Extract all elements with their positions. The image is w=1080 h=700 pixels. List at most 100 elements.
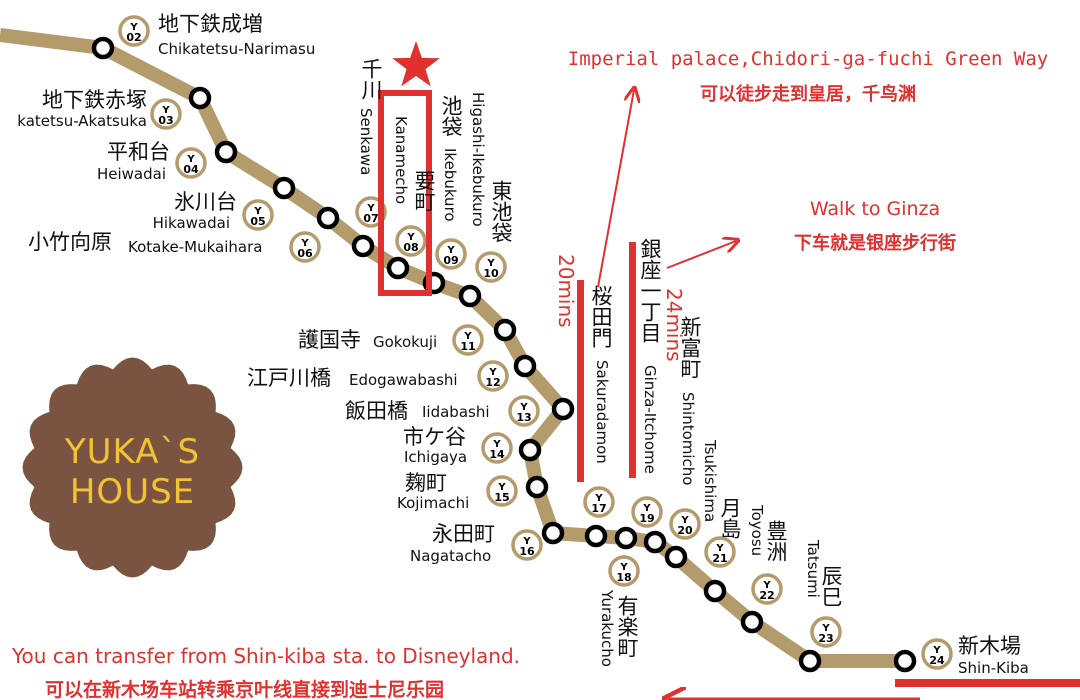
disney-note-cn: 可以在新木场车站转乘京叶线直接到迪士尼乐园 <box>45 679 445 700</box>
station-number-badge-y08: Y08 <box>395 225 427 257</box>
arrow-to-ginza <box>666 241 736 269</box>
station-number-badge-y24: Y24 <box>921 638 953 670</box>
station-dot[interactable] <box>518 438 542 462</box>
disney-note-en: You can transfer from Shin-kiba sta. to … <box>12 644 521 668</box>
station-label-en-y21: Tsukishima <box>701 440 719 523</box>
badge-line-letter: Y <box>932 645 941 656</box>
station-label-jp-y09: 池袋 <box>439 95 463 137</box>
station-number-badge-y04: Y04 <box>175 147 207 179</box>
badge-number: 14 <box>489 448 505 461</box>
badge-number: 19 <box>639 512 654 525</box>
station-label-jp-y04: 平和台 <box>107 140 170 164</box>
yukas-house-badge <box>20 355 245 580</box>
station-label-en-y24: Shin-Kiba <box>958 659 1029 677</box>
badge-line-letter: Y <box>488 367 497 378</box>
station-dot[interactable] <box>316 206 340 230</box>
station-number-badge-y10: Y10 <box>475 251 507 283</box>
badge-number: 06 <box>297 247 313 260</box>
badge-line-letter: Y <box>406 232 415 243</box>
station-label-en-y07: Senkawa <box>357 108 375 176</box>
badge-ring <box>118 15 150 47</box>
station-dot[interactable] <box>513 354 537 378</box>
station-number-badge-y12: Y12 <box>477 360 509 392</box>
house-line2: HOUSE <box>69 472 196 512</box>
badge-line-letter: Y <box>446 245 455 256</box>
station-dot[interactable] <box>272 176 296 200</box>
kanamecho-highlight-box <box>378 90 432 296</box>
time-20mins: 20mins <box>554 254 578 328</box>
station-dot[interactable] <box>214 140 238 164</box>
badge-line-letter: Y <box>522 536 531 547</box>
station-number-badge-y06: Y06 <box>289 231 321 263</box>
station-number-badge-y20: Y20 <box>669 508 701 540</box>
station-dot[interactable] <box>525 475 549 499</box>
station-label-en-y19: Ginza-Itchome <box>641 365 659 474</box>
station-dot[interactable] <box>551 397 575 421</box>
station-label-en-y02: Chikatetsu-Narimasu <box>158 40 316 58</box>
badge-line-letter: Y <box>619 562 628 573</box>
badge-number: 03 <box>158 114 173 127</box>
badge-line-letter: Y <box>161 105 170 116</box>
station-label-en-y09: Ikebukuro <box>441 148 459 222</box>
badge-line-letter: Y <box>642 503 651 514</box>
badge-ring <box>508 395 540 427</box>
station-dot[interactable] <box>664 545 688 569</box>
station-dot[interactable] <box>386 256 410 280</box>
station-number-badge-y22: Y22 <box>751 573 783 605</box>
station-label-jp-y17: 桜田門 <box>589 285 613 348</box>
badge-number: 10 <box>483 267 499 280</box>
badge-line-letter: Y <box>253 206 262 217</box>
badge-number: 05 <box>250 215 265 228</box>
palace-note-en: Imperial palace,Chidori-ga-fuchi Green W… <box>567 48 1049 70</box>
station-dot[interactable] <box>643 530 667 554</box>
station-dot[interactable] <box>584 524 608 548</box>
station-label-en-y06: Kotake-Mukaihara <box>128 238 263 256</box>
station-number-badge-y02: Y02 <box>118 15 150 47</box>
station-dot[interactable] <box>798 649 822 673</box>
badge-ring <box>608 555 640 587</box>
badge-number: 18 <box>616 571 631 584</box>
badge-ring <box>486 475 518 507</box>
station-dot[interactable] <box>740 610 764 634</box>
station-label-jp-y14: 市ケ谷 <box>403 425 466 449</box>
badge-number: 20 <box>677 524 693 537</box>
station-label-jp-y06: 小竹向原 <box>28 230 112 254</box>
station-label-jp-y19: 銀座一丁目 <box>638 238 662 343</box>
badge-line-letter: Y <box>492 439 501 450</box>
station-number-badge-y21: Y21 <box>704 536 736 568</box>
badge-line-letter: Y <box>594 493 603 504</box>
badge-ring <box>704 536 736 568</box>
station-label-en-y03: katetsu-Akatsuka <box>17 112 147 130</box>
time-24mins: 24mins <box>662 288 686 362</box>
time-bar-20mins <box>577 280 584 482</box>
house-badge-shape <box>22 357 243 578</box>
station-label-jp-y02: 地下鉄成増 <box>158 12 263 36</box>
badge-number: 16 <box>519 545 535 558</box>
badge-line-letter: Y <box>497 482 506 493</box>
station-label-jp-y18: 有楽町 <box>615 595 639 658</box>
station-dot[interactable] <box>91 36 115 60</box>
badge-ring <box>477 360 509 392</box>
badge-ring <box>289 231 321 263</box>
badge-number: 09 <box>443 254 458 267</box>
station-dot[interactable] <box>703 579 727 603</box>
station-dot[interactable] <box>541 521 565 545</box>
station-dot[interactable] <box>493 318 517 342</box>
badge-number: 24 <box>929 654 945 667</box>
badge-number: 11 <box>460 340 475 353</box>
station-label-jp-y23: 辰巳 <box>819 565 843 607</box>
badge-ring <box>175 147 207 179</box>
station-label-jp-y21: 月島 <box>718 497 742 539</box>
badge-ring <box>242 199 274 231</box>
station-dot[interactable] <box>458 284 482 308</box>
station-label-jp-y22: 豊洲 <box>764 520 788 562</box>
station-label-en-y15: Kojimachi <box>397 494 470 512</box>
station-dot[interactable] <box>351 234 375 258</box>
badge-ring <box>395 225 427 257</box>
station-dot[interactable] <box>893 649 917 673</box>
station-dot[interactable] <box>614 526 638 550</box>
station-number-badge-y15: Y15 <box>486 475 518 507</box>
station-dot[interactable] <box>188 86 212 110</box>
